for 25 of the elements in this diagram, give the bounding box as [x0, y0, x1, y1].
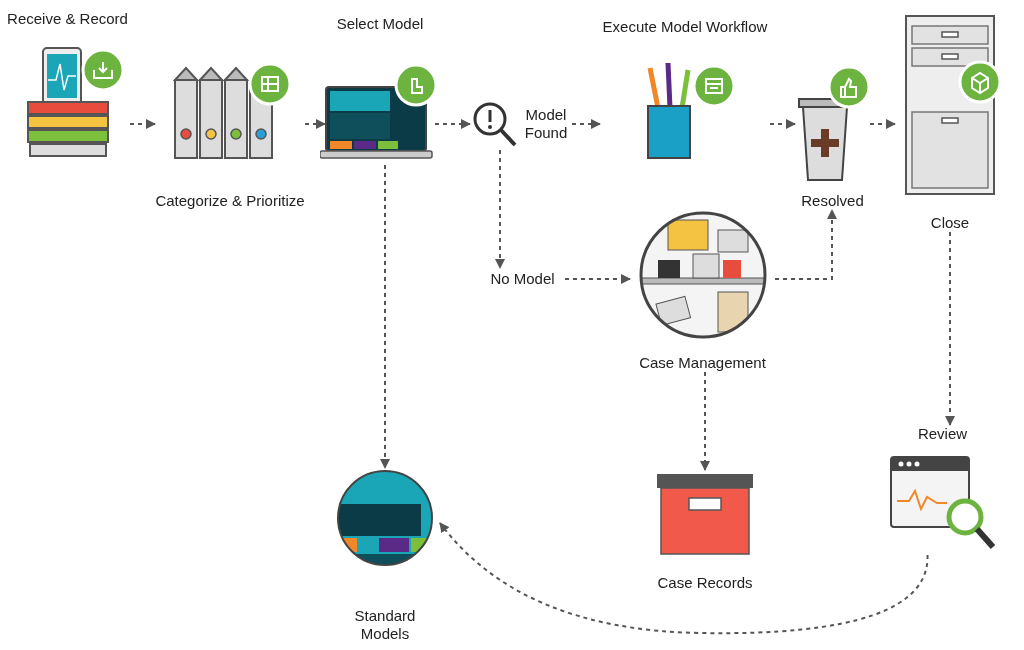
dashed-arrow — [869, 119, 896, 129]
dashed-arrow — [945, 231, 955, 426]
dashed-arrow — [769, 119, 796, 129]
step-label: Standard Models — [353, 607, 417, 643]
step-label: Case Management — [639, 354, 766, 372]
step-label: Case Records — [657, 574, 753, 592]
dashed-arrow — [571, 119, 601, 129]
step-label: Receive & Record — [7, 10, 128, 28]
dashed-arrow — [774, 209, 837, 280]
step-label: Select Model — [336, 15, 424, 33]
step-label: Resolved — [801, 192, 864, 210]
dashed-arrow — [434, 119, 471, 129]
step-label: Model Found — [523, 106, 569, 142]
dashed-arrow — [564, 274, 631, 284]
step-label: Close — [930, 214, 970, 232]
dashed-arrow — [439, 522, 929, 635]
step-label: No Model — [490, 270, 555, 288]
step-label: Review — [917, 425, 968, 443]
step-label: Categorize & Prioritize — [155, 192, 305, 210]
step-label: Execute Model Workflow — [602, 18, 768, 36]
dashed-arrow — [304, 119, 326, 129]
dashed-arrow — [495, 149, 505, 269]
dashed-arrow — [700, 371, 710, 471]
dashed-arrow — [380, 164, 390, 469]
dashed-arrow — [129, 119, 156, 129]
